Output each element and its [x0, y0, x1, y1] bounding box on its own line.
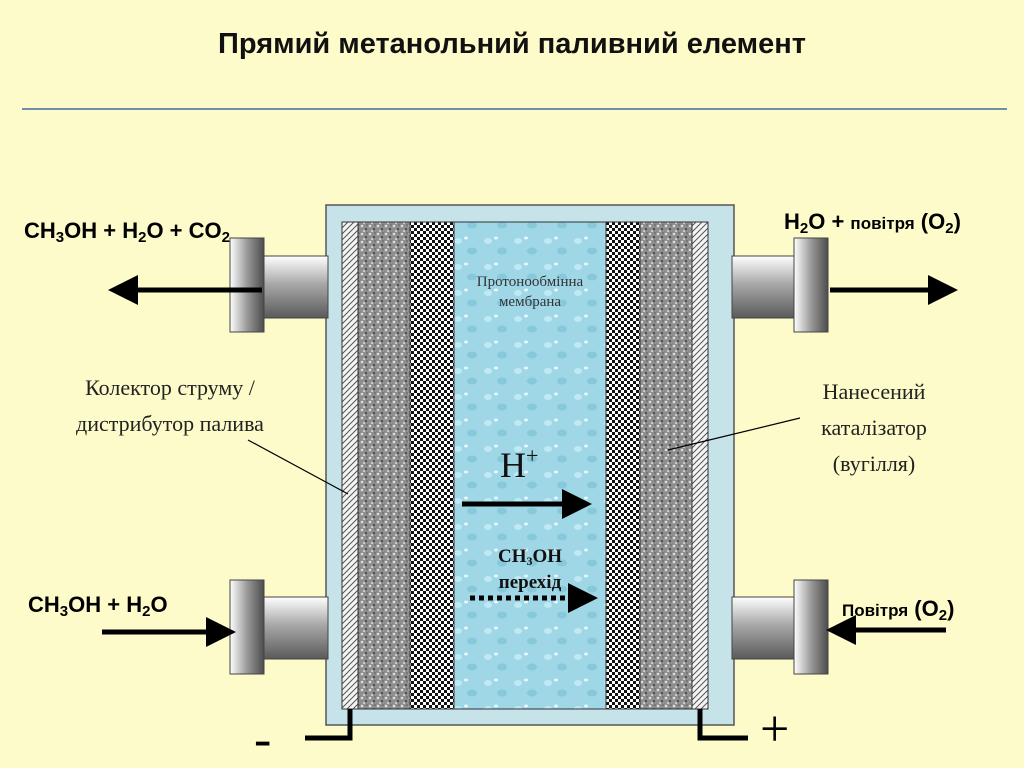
membrane-label: Протонообмінна мембрана	[454, 272, 606, 312]
pipe-bottom-right	[731, 579, 829, 675]
current-collector-left	[341, 221, 359, 710]
catalyst-label-line3: (вугілля)	[832, 451, 916, 476]
crossover-label: CH3OH перехід	[460, 544, 600, 596]
negative-terminal	[305, 709, 353, 741]
pipe-bottom-left	[229, 579, 329, 675]
pipe-top-right	[731, 237, 829, 333]
crossover-label-line2: перехід	[498, 572, 562, 593]
catalyst-label-line2: каталізатор	[821, 415, 927, 440]
pipe-top-left	[229, 237, 329, 333]
cathode-catalyst-mesh	[605, 221, 641, 710]
collector-label-line2: дистрибутор палива	[76, 411, 264, 436]
title-divider	[22, 108, 1007, 110]
outlet-left-label: CH3OH + H2O + CO2	[24, 218, 230, 246]
collector-label: Колектор струму / дистрибутор палива	[30, 370, 310, 442]
membrane-label-line1: Протонообмінна	[476, 274, 584, 290]
outlet-right-label: H2O + повітря (O2)	[784, 209, 961, 237]
anode-diffusion-layer	[357, 221, 411, 710]
plus-sign: +	[760, 701, 790, 758]
proton-label: H+	[500, 443, 539, 486]
catalyst-leader-line	[667, 417, 801, 451]
current-collector-right	[691, 221, 709, 710]
anode-catalyst-mesh	[409, 221, 455, 710]
membrane-label-line2: мембрана	[498, 294, 562, 310]
proton-exchange-membrane	[453, 221, 607, 710]
inlet-right-label: Повітря (O2)	[842, 596, 955, 624]
collector-label-line1: Колектор струму /	[85, 375, 255, 400]
inlet-left-label: CH3OH + H2O	[28, 592, 168, 620]
catalyst-label-line1: Нанесений	[822, 379, 926, 404]
catalyst-label: Нанесений каталізатор (вугілля)	[774, 374, 974, 482]
page-title: Прямий метанольний паливний елемент	[218, 28, 806, 60]
positive-terminal	[697, 709, 748, 741]
crossover-label-line1: CH3OH	[497, 546, 563, 568]
minus-sign: -	[254, 711, 272, 768]
cathode-diffusion-layer	[639, 221, 693, 710]
collector-leader-line	[247, 439, 349, 495]
